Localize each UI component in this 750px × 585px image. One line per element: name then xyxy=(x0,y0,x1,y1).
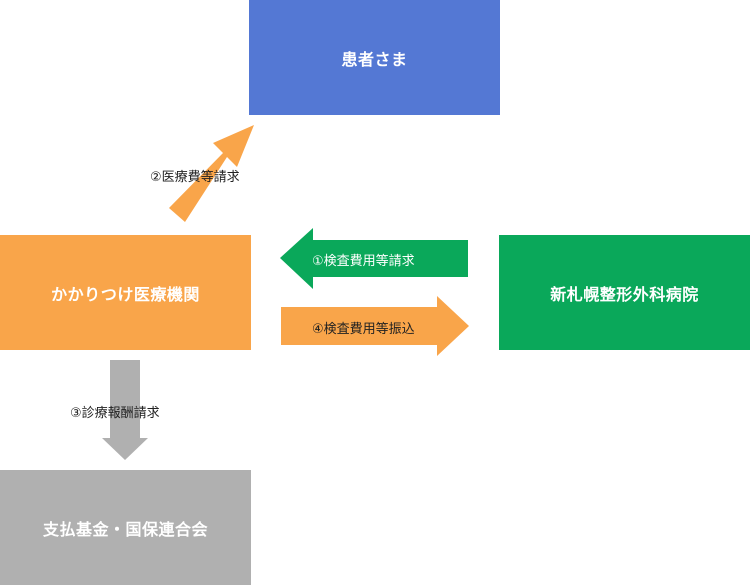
node-fund: 支払基金・国保連合会 xyxy=(0,470,251,585)
node-patient-label: 患者さま xyxy=(341,49,408,69)
arrow-exam-pay-label: ④検査費用等振込 xyxy=(312,322,415,337)
node-clinic-label: かかりつけ医療機関 xyxy=(51,284,200,304)
arrow-exam-bill-label: ①検査費用等請求 xyxy=(312,254,415,269)
node-hospital-label: 新札幌整形外科病院 xyxy=(550,284,699,304)
arrow-remuneration-label: ③診療報酬請求 xyxy=(70,406,160,421)
node-fund-label: 支払基金・国保連合会 xyxy=(42,519,208,539)
node-patient: 患者さま xyxy=(249,0,500,115)
arrow-medical-bill-label: ②医療費等請求 xyxy=(150,170,240,185)
node-clinic: かかりつけ医療機関 xyxy=(0,235,251,350)
node-hospital: 新札幌整形外科病院 xyxy=(499,235,750,350)
